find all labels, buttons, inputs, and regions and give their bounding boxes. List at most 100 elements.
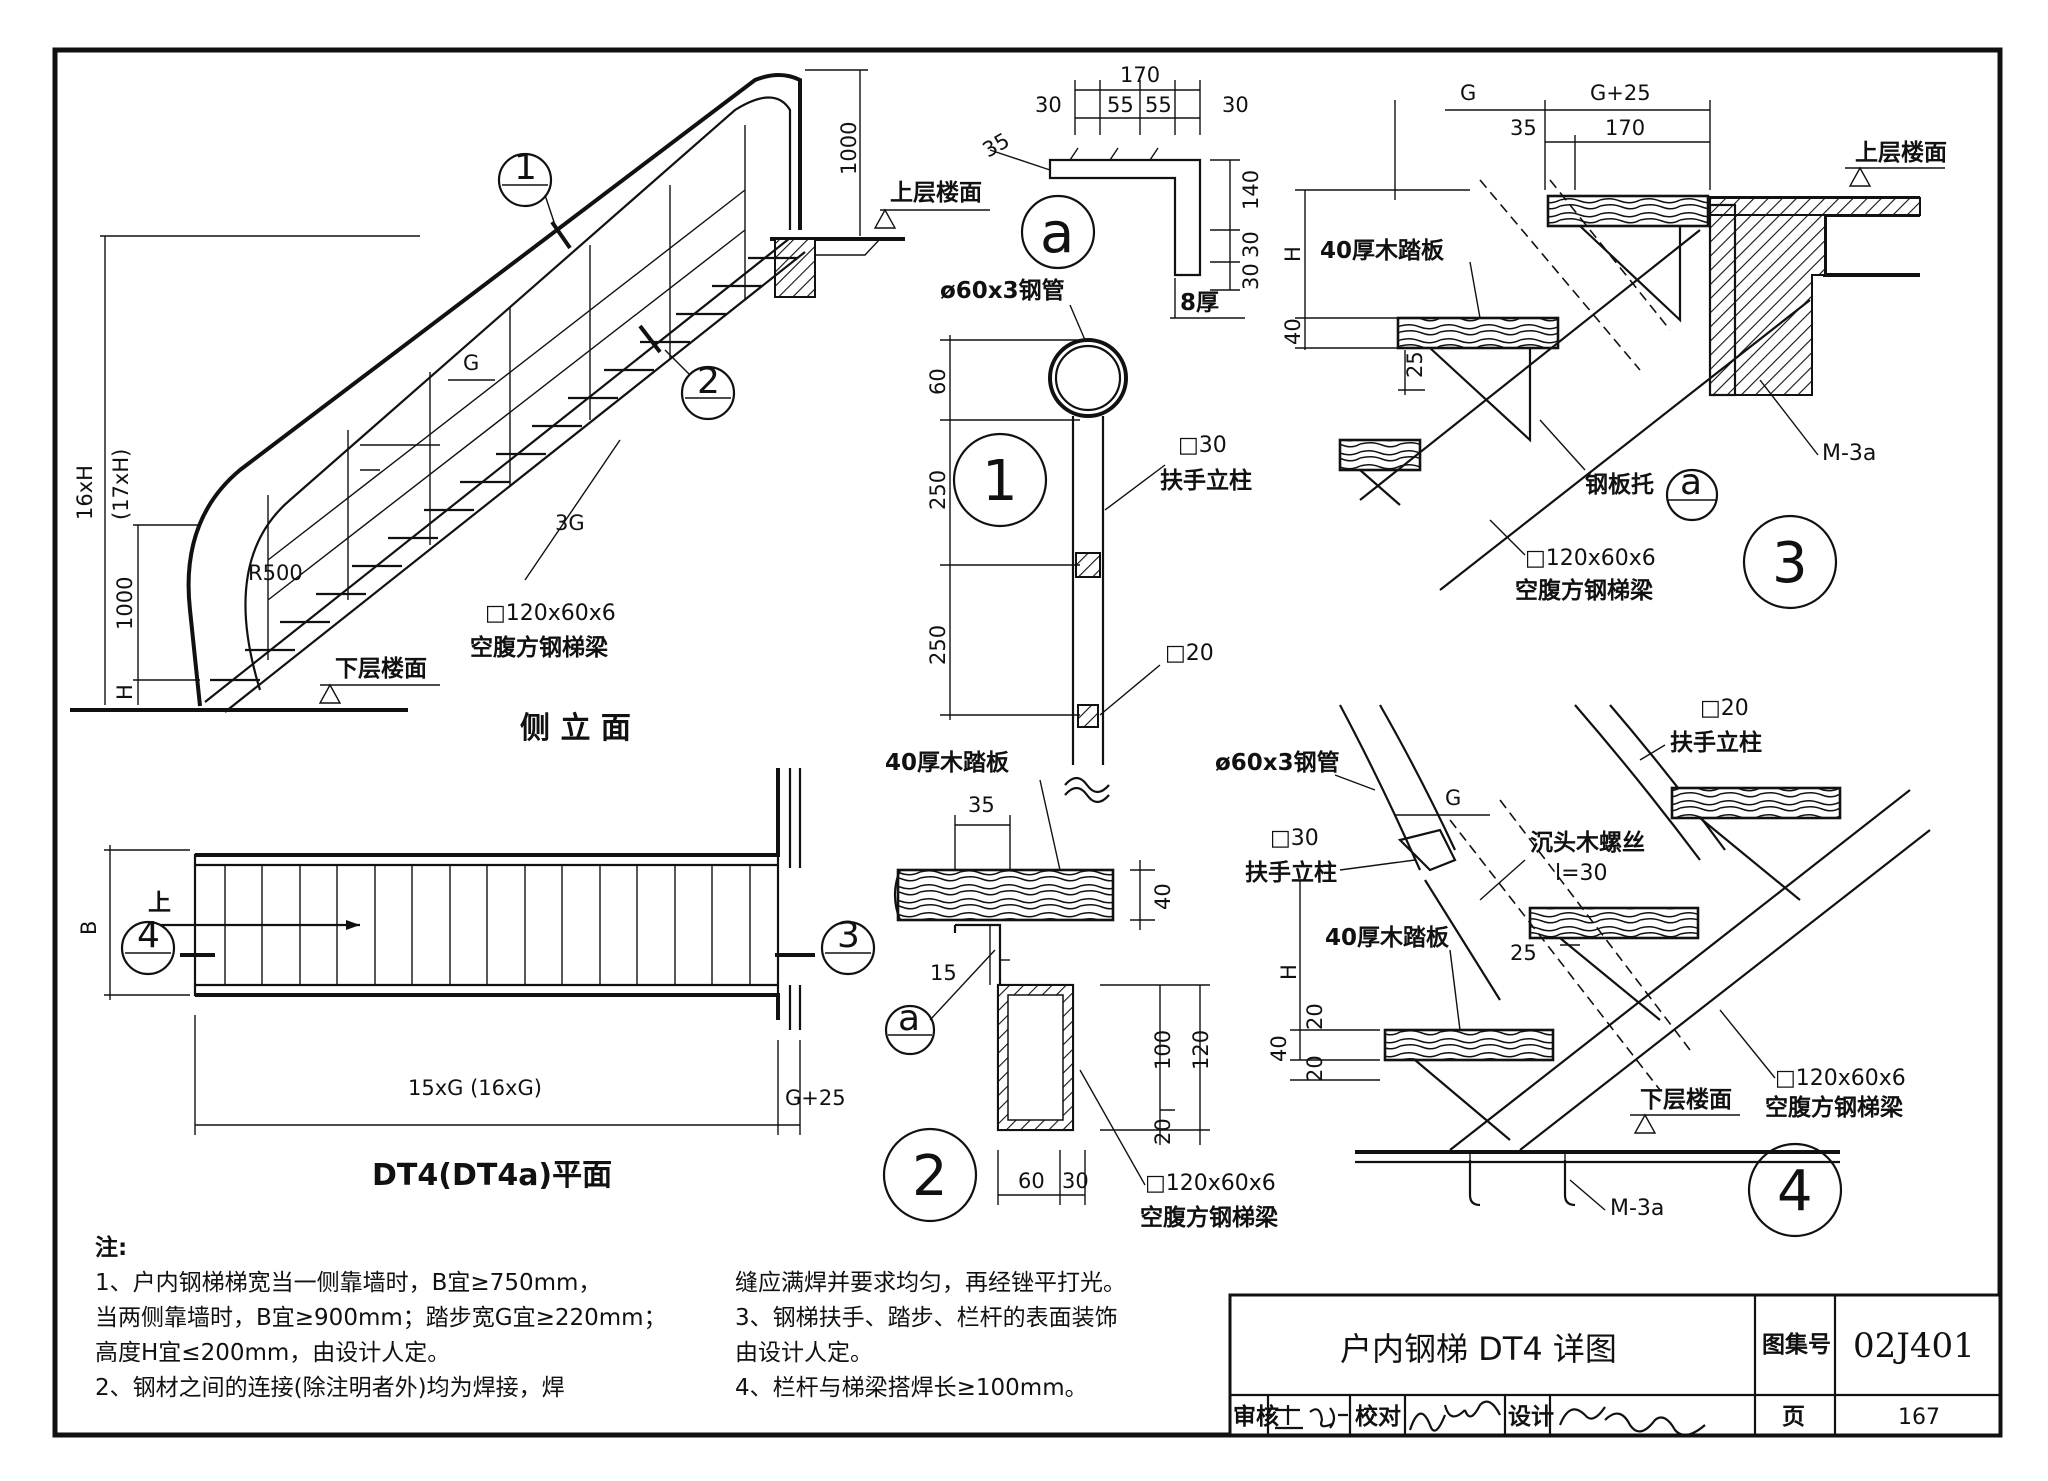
tread-d3-mid bbox=[1396, 316, 1560, 350]
label-embed-d4: M-3a bbox=[1610, 1196, 1664, 1221]
dim-15-d2: 15 bbox=[930, 961, 957, 985]
label-post30-name-d4: 扶手立柱 bbox=[1245, 859, 1337, 886]
label-8mm: 8厚 bbox=[1180, 290, 1219, 316]
detail-1-pipe bbox=[1048, 338, 1128, 418]
elevation-handrail bbox=[186, 73, 802, 707]
detail-a-marker bbox=[1020, 194, 1096, 270]
signature-reviewer bbox=[1275, 1405, 1348, 1430]
detail-3-marker bbox=[1742, 514, 1838, 610]
ref-a-d2 bbox=[884, 1004, 936, 1056]
label-upper-floor-elevation: 上层楼面 bbox=[890, 180, 982, 206]
label-plate-bracket: 钢板托 bbox=[1585, 472, 1654, 498]
note-right-2: 3、钢梯扶手、踏步、栏杆的表面装饰 bbox=[735, 1305, 1118, 1331]
label-beam-name-elevation: 空腹方钢梯梁 bbox=[470, 634, 608, 661]
label-lower-floor-elevation: 下层楼面 bbox=[335, 656, 427, 682]
label-beam-name-d4: 空腹方钢梯梁 bbox=[1765, 1094, 1903, 1121]
tread-d4-mid bbox=[1528, 906, 1700, 940]
note-left-1: 1、户内钢梯梯宽当一侧靠墙时，B宜≥750mm， bbox=[95, 1270, 601, 1296]
detail-2-marker bbox=[882, 1127, 978, 1223]
detail-3: G G+25 35 170 H 40 25 40厚木踏板 上层楼面 钢板托 a … bbox=[1281, 81, 1947, 610]
detail-2: 40厚木踏板 35 40 15 100 120 20 60 30 a 2 □12… bbox=[882, 750, 1278, 1231]
dim-35-d3: 35 bbox=[1510, 116, 1537, 140]
label-tread-d3: 40厚木踏板 bbox=[1320, 238, 1445, 264]
label-tread-d4: 40厚木踏板 bbox=[1325, 925, 1450, 951]
dim-55-1-a: 55 bbox=[1107, 93, 1134, 117]
label-upper-floor-d3: 上层楼面 bbox=[1855, 140, 1947, 166]
label-R500: R500 bbox=[248, 561, 303, 585]
dim-250-2-d1: 250 bbox=[926, 625, 950, 665]
dim-20-d2: 20 bbox=[1151, 1118, 1175, 1145]
label-screw: 沉头木螺丝 bbox=[1530, 830, 1645, 856]
side-elevation-title: 侧 立 面 bbox=[520, 711, 631, 746]
dim-140-a: 140 bbox=[1239, 170, 1263, 210]
dim-170-d3: 170 bbox=[1605, 116, 1645, 140]
dim-15xG: 15xG (16xG) bbox=[408, 1076, 542, 1100]
dim-120-d2: 120 bbox=[1189, 1030, 1213, 1070]
callout-3-plan bbox=[820, 920, 876, 976]
notes-heading: 注: bbox=[95, 1234, 127, 1261]
dim-30-d2: 30 bbox=[1062, 1169, 1089, 1193]
signature-designer bbox=[1558, 1406, 1706, 1437]
note-left-2: 当两侧靠墙时，B宜≥900mm；踏步宽G宜≥220mm； bbox=[95, 1305, 667, 1331]
svg-text:4: 4 bbox=[1777, 1159, 1813, 1224]
dim-1000-top: 1000 bbox=[837, 122, 861, 175]
callout-2-elevation bbox=[680, 365, 736, 421]
ref-a-d3 bbox=[1665, 468, 1719, 522]
notes: 注: 1、户内钢梯梯宽当一侧靠墙时，B宜≥750mm， 当两侧靠墙时，B宜≥90… bbox=[95, 1234, 1126, 1401]
callout-1-elevation bbox=[497, 152, 553, 208]
dim-20-top-d4: 20 bbox=[1303, 1003, 1327, 1030]
label-screw-len: l=30 bbox=[1555, 861, 1608, 886]
plan-view: 上 B 15xG (16xG) G+25 DT4(DT4a)平面 4 3 bbox=[77, 768, 876, 1193]
dim-1000-bottom: 1000 bbox=[113, 577, 137, 630]
tread-d4-low bbox=[1383, 1028, 1555, 1062]
dim-60-d2: 60 bbox=[1018, 1169, 1045, 1193]
dim-H-d4: H bbox=[1277, 964, 1301, 980]
svg-text:2: 2 bbox=[697, 361, 720, 402]
label-beam-name-d3: 空腹方钢梯梁 bbox=[1515, 577, 1653, 604]
dim-30-left-a: 30 bbox=[1035, 93, 1062, 117]
detail-1-marker bbox=[952, 432, 1048, 528]
dim-55-2-a: 55 bbox=[1145, 93, 1172, 117]
dim-35-a: 35 bbox=[979, 128, 1014, 162]
dim-40-d4: 40 bbox=[1267, 1035, 1291, 1062]
side-elevation: 16xH (17xH) 1000 H 1000 G 3G R500 □120x6… bbox=[70, 69, 990, 746]
label-beam-size-d2: □120x60x6 bbox=[1145, 1171, 1276, 1196]
design-label: 设计 bbox=[1508, 1404, 1554, 1430]
note-right-3: 由设计人定。 bbox=[735, 1340, 873, 1366]
tread-d2 bbox=[896, 868, 1115, 922]
label-tread-d2: 40厚木踏板 bbox=[885, 750, 1010, 776]
label-post30-size-d4: □30 bbox=[1270, 826, 1319, 851]
dim-G25-d3: G+25 bbox=[1590, 81, 1651, 105]
check-label: 校对 bbox=[1355, 1403, 1401, 1430]
dim-16xH: 16xH bbox=[73, 465, 97, 520]
tread-d3-low bbox=[1338, 438, 1422, 472]
dim-30b-a: 30 bbox=[1239, 263, 1263, 290]
atlas-number: 02J401 bbox=[1853, 1326, 1975, 1366]
svg-text:a: a bbox=[898, 998, 920, 1039]
dim-G-d4: G bbox=[1445, 786, 1461, 810]
detail-4: ø60x3钢管 □30 扶手立柱 □20 扶手立柱 G 沉头木螺丝 l=30 4… bbox=[1215, 696, 1931, 1238]
dim-30a-a: 30 bbox=[1239, 231, 1263, 258]
svg-text:3: 3 bbox=[1772, 531, 1808, 596]
dim-40-d3: 40 bbox=[1281, 318, 1305, 345]
plan-title: DT4(DT4a)平面 bbox=[372, 1158, 612, 1193]
label-beam-size-d4: □120x60x6 bbox=[1775, 1066, 1906, 1091]
page-number: 167 bbox=[1898, 1405, 1940, 1430]
label-pipe-d4: ø60x3钢管 bbox=[1215, 749, 1340, 776]
dim-25-d3: 25 bbox=[1403, 351, 1427, 378]
callout-4-plan bbox=[120, 920, 176, 976]
dim-25-d4: 25 bbox=[1510, 941, 1537, 965]
signature-checker bbox=[1408, 1400, 1501, 1432]
dim-20-bottom-d4: 20 bbox=[1303, 1055, 1327, 1082]
dim-250-1-d1: 250 bbox=[926, 470, 950, 510]
dim-35-d2: 35 bbox=[968, 793, 995, 817]
dim-30-right-a: 30 bbox=[1222, 93, 1249, 117]
dim-40-d2: 40 bbox=[1151, 883, 1175, 910]
label-embed-d3: M-3a bbox=[1822, 441, 1876, 466]
tread-d3-top bbox=[1546, 194, 1710, 228]
dim-G-elevation: G bbox=[463, 351, 479, 375]
dim-H-d3: H bbox=[1281, 246, 1305, 262]
dim-100-d2: 100 bbox=[1151, 1030, 1175, 1070]
svg-text:4: 4 bbox=[137, 915, 160, 956]
